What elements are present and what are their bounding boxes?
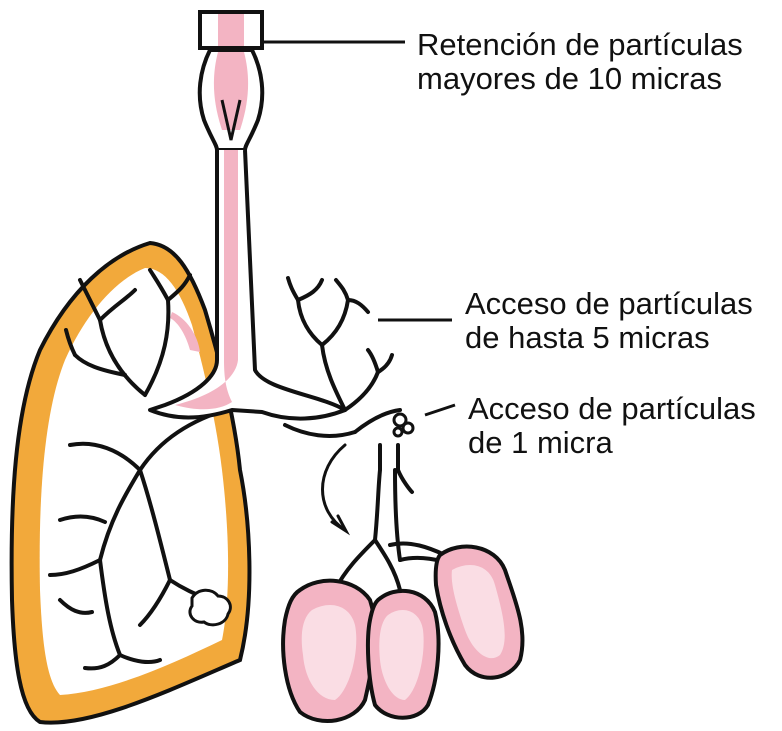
label-small-line-1: Acceso de partículas <box>468 392 756 426</box>
label-large-particle-retention: Retención de partículas mayores de 10 mi… <box>417 28 743 96</box>
leader-line-small <box>425 405 455 415</box>
leader-lines <box>264 42 455 415</box>
trachea-top-pink <box>218 14 244 46</box>
label-large-line-2: mayores de 10 micras <box>417 62 743 96</box>
label-small-particle-access: Acceso de partículas de 1 micra <box>468 392 756 460</box>
label-medium-line-1: Acceso de partículas <box>465 287 753 321</box>
tiny-particle-cluster <box>394 414 413 436</box>
label-medium-line-2: de hasta 5 micras <box>465 321 753 355</box>
label-large-line-1: Retención de partículas <box>417 28 743 62</box>
label-small-line-2: de 1 micra <box>468 426 756 460</box>
label-medium-particle-access: Acceso de partículas de hasta 5 micras <box>465 287 753 355</box>
curved-arrow <box>323 445 347 531</box>
